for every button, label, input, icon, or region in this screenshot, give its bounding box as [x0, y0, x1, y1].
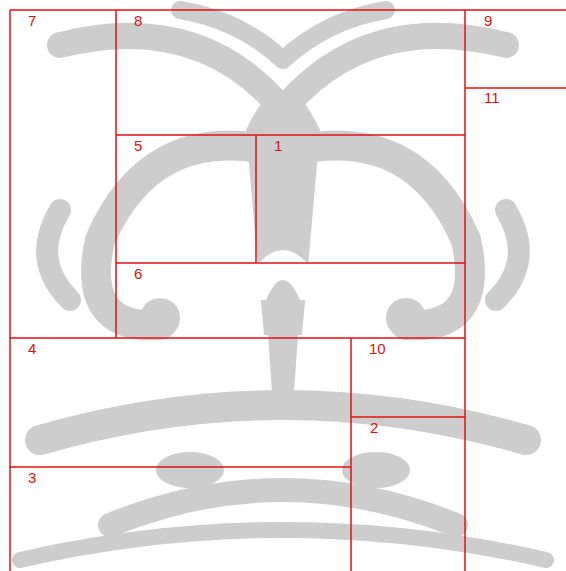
callout-number: 2	[370, 420, 378, 436]
callout-number: 5	[134, 138, 142, 154]
callout-number: 11	[484, 90, 500, 106]
callout-number: 3	[28, 470, 36, 486]
callout-number: 1	[274, 138, 282, 154]
callout-number: 7	[28, 13, 36, 29]
callout-number: 8	[134, 13, 142, 29]
callout-number: 9	[484, 13, 492, 29]
callout-number: 10	[369, 341, 386, 357]
callout-number: 6	[134, 266, 142, 282]
callout-number: 4	[28, 341, 36, 357]
